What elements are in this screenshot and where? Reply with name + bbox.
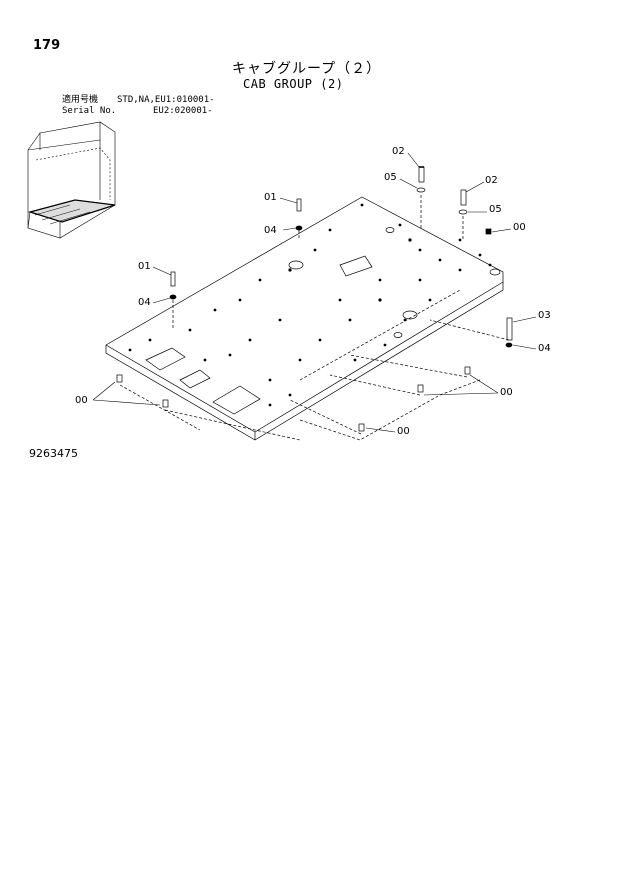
serial-code-eu2: EU2:020001- [153, 106, 213, 116]
leader-lines [92, 152, 537, 433]
document-number: 9263475 [29, 447, 78, 460]
plate-holes [128, 203, 492, 407]
bolt-01-left [169, 271, 177, 330]
floor-plate [105, 196, 504, 441]
serial-label-japanese: 適用号機 [62, 95, 99, 105]
nut-00-right [485, 228, 492, 235]
callout-01-left: 01 [138, 261, 151, 272]
callout-00-left: 00 [75, 395, 88, 406]
callout-04-left: 04 [138, 297, 151, 308]
callout-04-right: 04 [538, 343, 551, 354]
bolt-02-right [458, 189, 468, 240]
page-number: 179 [33, 38, 61, 53]
callout-05-right: 05 [489, 204, 502, 215]
callout-01-upper: 01 [264, 192, 277, 203]
callout-02-right: 02 [485, 175, 498, 186]
bolt-01-upper [295, 198, 303, 240]
callout-00-bottom: 00 [397, 426, 410, 437]
page-title-japanese: キャブグループ（２） [232, 61, 382, 77]
callout-04-upper: 04 [264, 225, 277, 236]
serial-label-english: Serial No. [62, 106, 117, 116]
page-title-english: CAB GROUP (2) [243, 77, 344, 91]
callout-05-upper: 05 [384, 172, 397, 183]
bolt-02-upper [416, 166, 426, 230]
callout-02-upper: 02 [392, 146, 405, 157]
callout-00-right: 00 [513, 222, 526, 233]
nuts-00-lower [116, 354, 481, 441]
bolt-03 [429, 317, 513, 348]
serial-code-std: STD,NA,EU1:010001- [117, 95, 215, 105]
callout-00-lower-right: 00 [500, 387, 513, 398]
cab-thumbnail [27, 121, 116, 239]
callout-03: 03 [538, 310, 551, 321]
plate-bosses [288, 227, 501, 338]
